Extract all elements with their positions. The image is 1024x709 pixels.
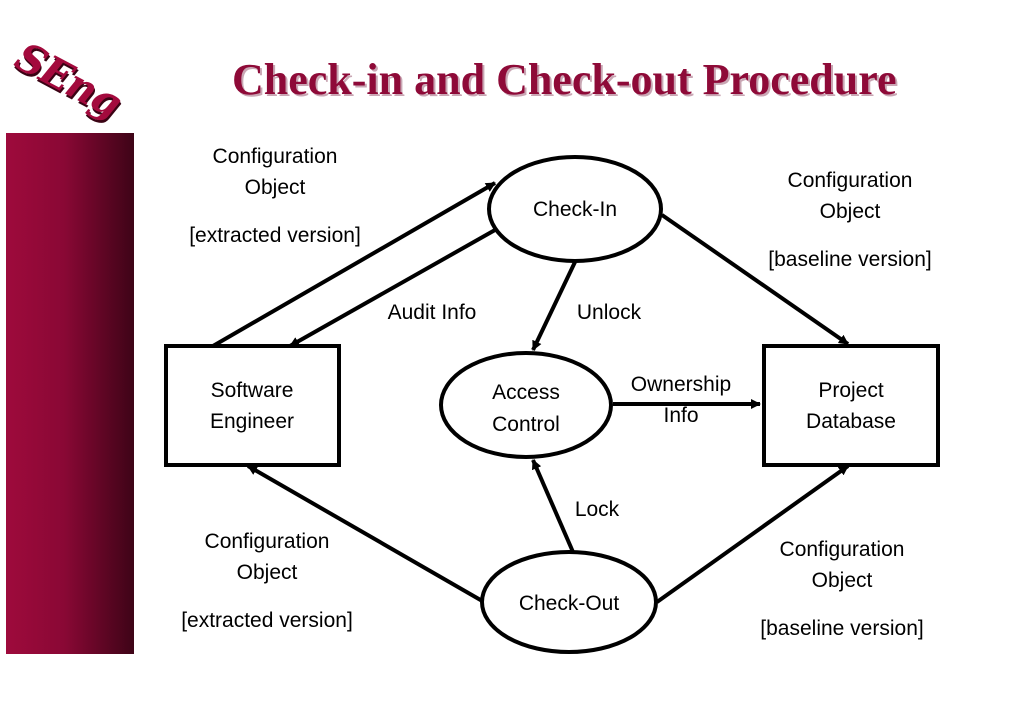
config-bottom-left-line1: Configuration	[205, 530, 330, 553]
config-top-left-line1: Configuration	[213, 145, 338, 168]
access-control-node: Access Control	[439, 351, 613, 459]
config-top-right-line3: [baseline version]	[768, 248, 931, 271]
audit-info-label: Audit Info	[388, 301, 477, 324]
config-object-top-left-label: Configuration Object [extracted version]	[189, 145, 361, 247]
config-top-right-line2: Object	[820, 200, 881, 223]
access-control-label-line1: Access	[492, 381, 560, 404]
config-bottom-right-line2: Object	[812, 569, 873, 592]
arrow-checkin-to-database	[660, 213, 850, 346]
arrow-checkout-to-engineer	[247, 464, 485, 604]
config-top-left-line3: [extracted version]	[189, 224, 361, 247]
config-object-bottom-right-label: Configuration Object [baseline version]	[760, 538, 923, 640]
page-title: Check-in and Check-out Procedure	[232, 55, 897, 104]
project-database-label-line1: Project	[818, 379, 884, 402]
project-database-node: Project Database	[762, 344, 940, 467]
software-engineer-label-line2: Engineer	[210, 410, 294, 433]
arrow-checkin-to-engineer-audit	[289, 228, 496, 348]
check-out-node: Check-Out	[480, 550, 658, 654]
arrow-engineer-to-checkin	[211, 181, 497, 348]
ownership-info-label: Ownership Info	[631, 373, 731, 427]
config-top-right-line1: Configuration	[788, 169, 913, 192]
config-bottom-left-line3: [extracted version]	[181, 609, 353, 632]
arrow-checkout-to-access-lock	[531, 459, 575, 553]
ownership-info-line2: Info	[663, 404, 698, 427]
config-object-bottom-left-label: Configuration Object [extracted version]	[181, 530, 353, 632]
arrow-checkout-to-database	[655, 464, 850, 604]
software-engineer-node: Software Engineer	[164, 344, 341, 467]
check-out-label: Check-Out	[519, 592, 620, 615]
ownership-info-line1: Ownership	[631, 373, 731, 396]
sidebar-bar	[6, 133, 134, 654]
config-top-left-line2: Object	[245, 176, 306, 199]
software-engineer-label-line1: Software	[211, 379, 294, 402]
config-bottom-right-line1: Configuration	[780, 538, 905, 561]
check-in-label: Check-In	[533, 198, 617, 221]
config-object-top-right-label: Configuration Object [baseline version]	[768, 169, 931, 271]
lock-label: Lock	[575, 498, 620, 521]
config-bottom-right-line3: [baseline version]	[760, 617, 923, 640]
check-in-node: Check-In	[487, 155, 663, 263]
access-control-label-line2: Control	[492, 413, 560, 436]
arrow-checkin-to-access-unlock	[531, 261, 577, 351]
unlock-label: Unlock	[577, 301, 642, 324]
project-database-label-line2: Database	[806, 410, 896, 433]
config-bottom-left-line2: Object	[237, 561, 298, 584]
